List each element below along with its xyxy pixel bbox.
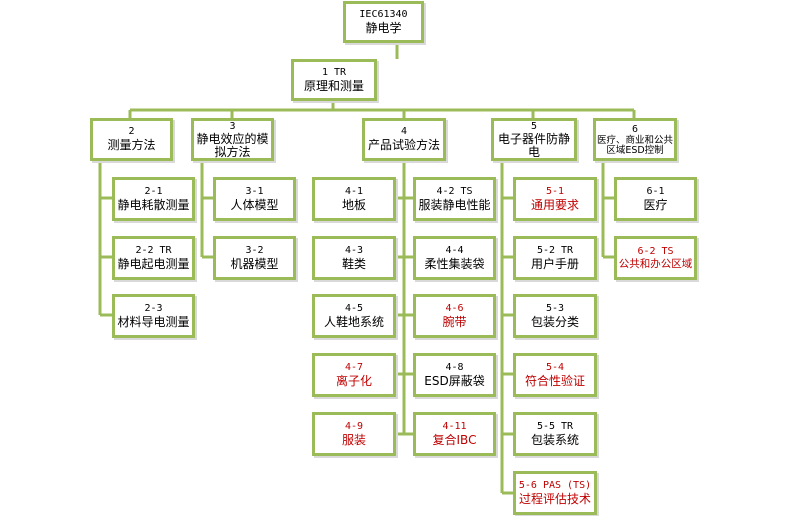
node-code: 6-1	[646, 185, 665, 197]
node-2-3: 2-3 材料导电测量	[112, 294, 195, 338]
node-label: 复合IBC	[432, 432, 477, 447]
node-label: 医疗	[643, 197, 668, 212]
node-label: 包装系统	[530, 432, 579, 447]
node-code: 4	[400, 126, 408, 138]
node-label: 离子化	[335, 373, 372, 388]
node-5-3: 5-3 包装分类	[513, 294, 597, 338]
node-label: 静电学	[365, 20, 402, 35]
node-label: 服装静电性能	[418, 197, 491, 212]
node-label: ESD屏蔽袋	[424, 373, 485, 388]
node-code: 2	[128, 126, 135, 138]
node-4-11: 4-11 复合IBC	[413, 412, 496, 456]
node-5: 5 电子器件防静电	[491, 118, 577, 161]
node-code: 3-2	[245, 244, 264, 256]
node-code: 6-2 TS	[637, 245, 674, 257]
node-label: 鞋类	[341, 256, 366, 271]
node-3: 3 静电效应的模拟方法	[191, 118, 274, 161]
node-code: 2-3	[144, 302, 163, 314]
node-code: 4-9	[344, 420, 364, 432]
node-6-1: 6-1 医疗	[614, 177, 697, 221]
node-5-4: 5-4 符合性验证	[513, 353, 597, 397]
node-label: 服装	[341, 432, 366, 447]
node-code: 5	[530, 121, 538, 133]
node-label: 静电耗散测量	[117, 197, 190, 212]
node-code: 4-7	[344, 361, 364, 373]
node-code: 2-2 TR	[135, 244, 172, 256]
node-code: 3	[229, 121, 236, 133]
node-label: 原理和测量	[303, 78, 364, 93]
node-code: 5-6 PAS (TS)	[518, 479, 592, 491]
node-label: 过程评估技术	[518, 491, 591, 506]
node-4-5: 4-5 人鞋地系统	[312, 294, 396, 338]
node-label: 人体模型	[230, 197, 279, 212]
node-code: 4-11	[442, 420, 467, 432]
node-label: 地板	[341, 197, 366, 212]
node-6: 6 医疗、商业和公共区域ESD控制	[593, 118, 677, 161]
root-node: IEC61340 静电学	[343, 1, 424, 43]
node-code: 1 TR	[321, 66, 347, 78]
node-4-2: 4-2 TS 服装静电性能	[413, 177, 496, 221]
node-label: 产品试验方法	[367, 138, 440, 153]
node-code: IEC61340	[359, 8, 408, 20]
node-label: 柔性集装袋	[424, 256, 485, 271]
node-label: 测量方法	[107, 138, 156, 153]
node-code: 5-1	[545, 185, 565, 197]
node-code: 5-2 TR	[536, 244, 574, 256]
node-label: 用户手册	[530, 256, 579, 271]
node-4-3: 4-3 鞋类	[312, 236, 396, 280]
node-code: 4-2 TS	[436, 185, 473, 197]
node-code: 3-1	[245, 185, 264, 197]
node-2-1: 2-1 静电耗散测量	[112, 177, 195, 221]
node-label: 人鞋地系统	[323, 314, 384, 329]
node-5-1: 5-1 通用要求	[513, 177, 597, 221]
node-code: 6	[631, 123, 639, 135]
node-6-2: 6-2 TS 公共和办公区域	[614, 236, 697, 280]
node-code: 4-6	[445, 302, 464, 314]
node-4-9: 4-9 服装	[312, 412, 396, 456]
node-code: 5-5 TR	[536, 420, 574, 432]
node-label: 机器模型	[230, 256, 279, 271]
node-4-4: 4-4 柔性集装袋	[413, 236, 496, 280]
node-code: 2-1	[144, 185, 163, 197]
node-3-2: 3-2 机器模型	[213, 236, 296, 280]
node-label: 符合性验证	[524, 373, 585, 388]
node-label: 腕带	[442, 314, 467, 329]
node-label: 材料导电测量	[117, 314, 190, 329]
node-5-6: 5-6 PAS (TS) 过程评估技术	[513, 471, 597, 515]
node-code: 5-3	[545, 302, 565, 314]
node-1: 1 TR 原理和测量	[291, 59, 377, 101]
node-code: 4-5	[344, 302, 364, 314]
node-4-8: 4-8 ESD屏蔽袋	[413, 353, 496, 397]
node-4: 4 产品试验方法	[362, 118, 446, 161]
node-label: 包装分类	[530, 314, 579, 329]
node-label: 公共和办公区域	[618, 257, 693, 270]
node-3-1: 3-1 人体模型	[213, 177, 296, 221]
node-2: 2 测量方法	[90, 118, 173, 161]
node-code: 4-4	[445, 244, 464, 256]
node-label: 通用要求	[530, 197, 579, 212]
node-2-2: 2-2 TR 静电起电测量	[112, 236, 195, 280]
node-code: 4-8	[445, 361, 464, 373]
node-5-2: 5-2 TR 用户手册	[513, 236, 597, 280]
node-label: 静电起电测量	[117, 256, 190, 271]
node-label: 电子器件防静电	[497, 132, 570, 159]
node-4-1: 4-1 地板	[312, 177, 396, 221]
node-4-6: 4-6 腕带	[413, 294, 496, 338]
node-code: 4-3	[344, 244, 364, 256]
node-4-7: 4-7 离子化	[312, 353, 396, 397]
node-label: 静电效应的模拟方法	[196, 132, 269, 159]
node-label: 医疗、商业和公共区域ESD控制	[596, 134, 673, 156]
node-code: 4-1	[344, 185, 364, 197]
node-5-5: 5-5 TR 包装系统	[513, 412, 597, 456]
node-code: 5-4	[545, 361, 565, 373]
